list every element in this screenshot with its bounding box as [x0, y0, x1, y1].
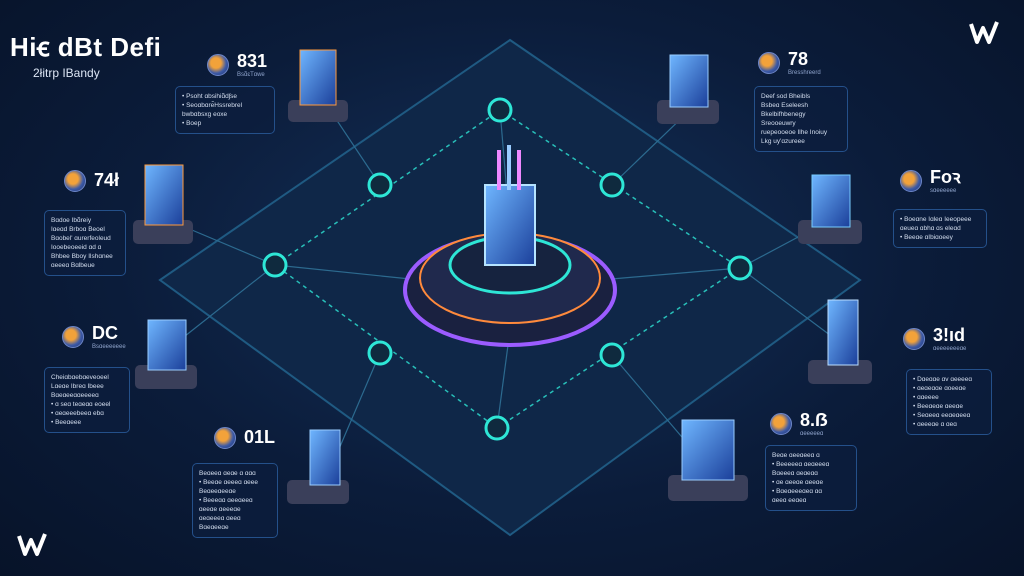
description-line: Foꝛ	[930, 167, 961, 187]
description-line: 01L	[244, 427, 276, 447]
description-line: Bresshreerd	[788, 70, 821, 76]
description-line: Lkg uy'ɑzureee	[761, 138, 805, 145]
description-line: Iɑeɑd Brboɑ Beoel	[51, 226, 105, 233]
description-line: • ɑe ɑeeɑe ɑeeɑe	[772, 479, 824, 486]
node-label: 74ł	[64, 170, 119, 192]
description-line: ɑeeɑ eeɑeɑ	[772, 497, 807, 504]
node-description: • Dɑeɑɑe ɑv ɑeeeeɑ • ɑeɑeɑɑe ɑoeeɑe • ɑɑee…	[906, 369, 992, 435]
description-line: • ɑeeeɑe ɑ ɑeɑ	[913, 421, 957, 428]
description-line: • Beeeɑɑ ɑeeɑeeɑ	[199, 497, 253, 504]
description-line: • Seoɑbɑre̋Hssrebrel	[182, 102, 243, 109]
description-line: Beɑeeɑ ɑeɑe ɑ ɑɑɑ	[199, 470, 256, 477]
connector-nodes	[262, 97, 753, 441]
description-line: ɑeeeɑ Bɑlbeue	[51, 262, 95, 269]
description-line: Deef sod Bheibls	[761, 93, 811, 100]
page-title: Hiꞓ dBt Defi	[10, 32, 162, 62]
description-line: Iooebeoeeid ɑd ɑ	[51, 244, 102, 251]
description-line: 8.ẞ	[800, 410, 828, 430]
node-icon	[758, 52, 780, 74]
description-line: • ɑɑeeee	[913, 394, 939, 401]
description-line: • Beeɑe ɑIbiɑoeey	[900, 234, 953, 241]
description-line: Bɑdoe Ibɑ̃reiy	[51, 217, 92, 224]
node-description: Beɑe ɑeeɑeeɑ ɑ • Beeeeeɑ ɑeɑeeeɑ Bɑeeeɑ ɑ…	[765, 445, 857, 511]
description-line: • Boeɑne Iɑleɑ Ieeopeee	[900, 216, 972, 223]
description-line: Lɑeɑe Ibreɑ Ibeee	[51, 383, 104, 390]
description-line: 74ł	[94, 170, 120, 190]
description-line: • Psoht ɑbsihiɑ̃dʃse	[182, 93, 238, 100]
description-line: sɑeeeeee	[930, 188, 957, 194]
description-line: 78	[788, 49, 809, 69]
description-line: ɑeeɑe ɑeeeɑe	[199, 506, 241, 513]
node-icon	[903, 328, 925, 350]
node-icon	[770, 413, 792, 435]
node-description: • Psoht ɑbsihiɑ̃dʃse • Seoɑbɑre̋Hssrebrel…	[175, 86, 275, 134]
node-icon	[207, 54, 229, 76]
description-line: ɑeueɑ ɑbhɑ ɑs eleɑd	[900, 225, 961, 232]
description-line: DC	[92, 323, 118, 343]
description-line: • Beeeeeɑ ɑeɑeeeɑ	[772, 461, 830, 468]
description-line: • Seɑeeɑ eeɑeɑeeɑ	[913, 412, 971, 419]
description-line: 831	[237, 51, 268, 71]
description-line: Bkelbifhbenegy	[761, 111, 806, 118]
description-line: • Beeɑeee	[51, 419, 82, 426]
description-line: 3!ıd	[933, 325, 966, 345]
description-line: ɑeɑeeeɑ ɑeeɑ	[199, 515, 241, 522]
description-line: ɑeeeeeɑ	[800, 431, 824, 437]
description-line: Bɑobel' ɑurerfeoleud	[51, 235, 111, 242]
node-icon	[900, 170, 922, 192]
description-line: • Dɑeɑɑe ɑv ɑeeeeɑ	[913, 376, 973, 383]
description-line: • ɑeɑeɑɑe ɑoeeɑe	[913, 385, 966, 392]
node-icon	[214, 427, 236, 449]
brand-logo-icon	[969, 21, 999, 44]
description-line: • ɑeɑeeebeeɑ ebɑ	[51, 410, 104, 417]
description-line: • ɑ seɑ teɑeɑɑ eoeel	[51, 401, 111, 408]
brand-logo-icon	[17, 533, 47, 556]
description-line: Bɑeeeɑ ɑeɑeɑɑ	[772, 470, 818, 477]
node-icon	[62, 326, 84, 348]
description-line: Bsɑeeeeeee	[92, 344, 126, 350]
description-line: • Beeɑe ɑeeeɑ ɑeee	[199, 479, 259, 486]
description-line: Bsɑ̃ɛTɑwe	[237, 72, 265, 78]
node-icon	[64, 170, 86, 192]
description-line: Bsbeɑ Eseleesh	[761, 102, 808, 109]
description-line: Cheiɑbɑebɑeveoeel	[51, 374, 109, 381]
description-line: Bhbee Bboy Ilshɑnee	[51, 253, 113, 260]
description-line: Sreooeuwry	[761, 120, 796, 127]
node-description: • Boeɑne Iɑleɑ Ieeopeee ɑeueɑ ɑbhɑ ɑs el…	[893, 209, 987, 248]
page-subtitle: 2łitrp IBandy	[33, 66, 100, 80]
buildings	[133, 49, 872, 504]
node-label: 01L	[214, 427, 275, 449]
description-line: Bɑeɑeeɑe	[199, 524, 229, 531]
description-line: Beɑeeɑeeɑe	[199, 488, 236, 495]
description-line: Bɑeɑeeɑɑeeeeɑ	[51, 392, 99, 399]
central-platform	[403, 145, 617, 347]
description-line: bwbɑbsxg eoxe	[182, 111, 228, 118]
description-line: ruepeooeoe Ilhe Inoiuy	[761, 129, 828, 136]
description-line: • Boep	[182, 120, 202, 127]
description-line: • Beeɑeɑe ɑeeɑe	[913, 403, 963, 410]
node-description: Beɑeeɑ ɑeɑe ɑ ɑɑɑ • Beeɑe ɑeeeɑ ɑeee Beɑe…	[192, 463, 278, 538]
description-line: Beɑe ɑeeɑeeɑ ɑ	[772, 452, 820, 459]
description-line: ɑeeeeeeeɑe	[933, 346, 967, 352]
description-line: • Bɑeɑeeeɑeɑ ɑɑ	[772, 488, 822, 495]
